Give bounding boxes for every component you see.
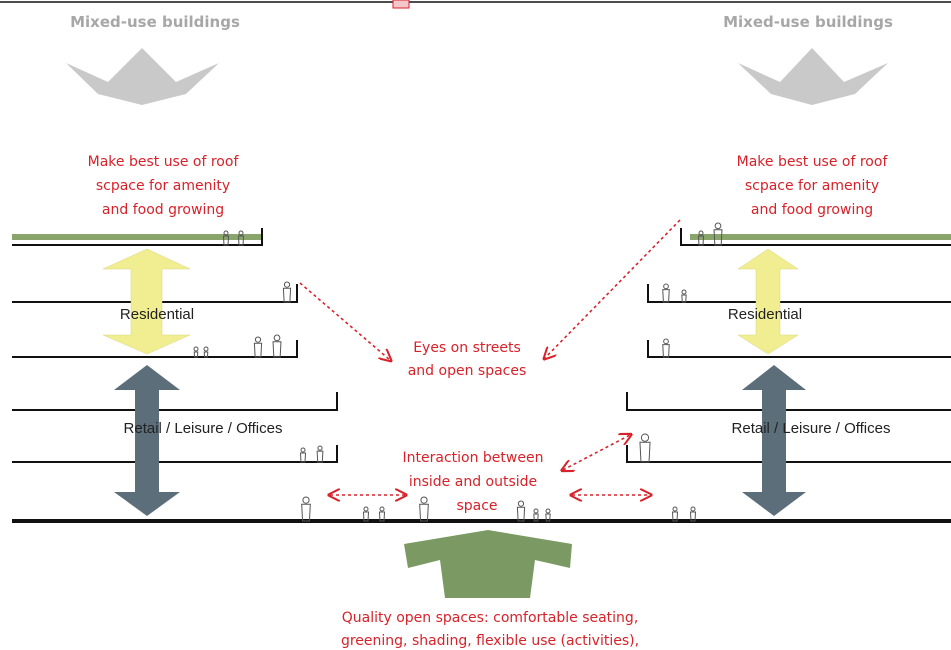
eyes-arrow-left <box>299 282 390 360</box>
interaction-note-line-3: space <box>456 498 497 514</box>
left-retail-label: Retail / Leisure / Offices <box>124 420 283 437</box>
interaction-note-line-2: inside and outside <box>409 474 537 490</box>
person-figure <box>671 506 679 522</box>
person-figure <box>222 230 230 246</box>
right-retail-arrow <box>742 365 806 516</box>
person-figure <box>272 334 282 358</box>
left-roof-note-line-2: scpace for amenity <box>96 178 230 194</box>
right-retail-label: Retail / Leisure / Offices <box>732 420 891 437</box>
person-figure <box>282 281 292 303</box>
person-figure <box>203 346 209 358</box>
right-roof-note-line-3: and food growing <box>751 202 873 218</box>
left-floor-5 <box>12 445 338 463</box>
person-figure <box>516 500 526 522</box>
eyes-note-line-2: and open spaces <box>408 363 527 379</box>
interaction-note: Interaction between inside and outside s… <box>403 450 544 514</box>
right-floor-5 <box>626 445 951 463</box>
quality-note: Quality open spaces: comfortable seating… <box>341 610 639 649</box>
person-figure <box>237 230 245 246</box>
left-retail-arrow <box>114 365 180 516</box>
person-figure <box>662 283 670 303</box>
left-residential-arrow <box>102 248 191 355</box>
open-space-arrow <box>404 530 572 598</box>
eyes-note: Eyes on streets and open spaces <box>408 340 527 379</box>
right-floor-2 <box>647 284 951 303</box>
person-figure <box>689 506 697 522</box>
left-building <box>12 228 338 463</box>
left-roof-note: Make best use of roof scpace for amenity… <box>88 154 240 218</box>
right-grey-arrow <box>738 48 888 105</box>
right-roof-note-line-1: Make best use of roof <box>737 154 889 170</box>
person-figure <box>362 506 370 522</box>
left-roof-note-line-1: Make best use of roof <box>88 154 240 170</box>
right-green-roof <box>690 234 951 240</box>
left-residential-label: Residential <box>120 306 194 323</box>
interaction-note-line-1: Interaction between <box>403 450 544 466</box>
left-floor-2 <box>12 284 298 303</box>
person-figure <box>316 445 324 463</box>
person-figure <box>419 496 429 522</box>
quality-note-line-1: Quality open spaces: comfortable seating… <box>342 610 639 626</box>
right-roof-note: Make best use of roof scpace for amenity… <box>737 154 889 218</box>
left-green-roof <box>12 234 262 240</box>
person-figure <box>639 433 651 463</box>
person-figure <box>697 230 705 246</box>
person-figure <box>253 336 263 358</box>
eyes-note-line-1: Eyes on streets <box>413 340 521 356</box>
person-figure <box>193 346 199 358</box>
right-roof-note-line-2: scpace for amenity <box>745 178 879 194</box>
left-grey-arrow <box>66 48 219 105</box>
left-roof-floor <box>12 228 263 246</box>
quality-note-line-2: greening, shading, flexible use (activit… <box>341 633 639 649</box>
person-figure <box>299 447 307 463</box>
person-figure <box>378 506 386 522</box>
person-figure <box>533 508 539 522</box>
interaction-arrow-diagonal <box>563 435 630 470</box>
person-figure <box>662 338 670 358</box>
right-residential-label: Residential <box>728 306 802 323</box>
right-floor-3 <box>647 340 951 358</box>
right-floor-4 <box>626 392 951 411</box>
left-roof-note-line-3: and food growing <box>102 202 224 218</box>
right-header: Mixed-use buildings <box>723 13 893 31</box>
person-figure <box>301 496 311 522</box>
people-figures <box>193 222 723 522</box>
right-roof-floor <box>680 228 951 246</box>
left-header: Mixed-use buildings <box>70 13 240 31</box>
left-floor-4 <box>12 392 338 411</box>
right-residential-arrow <box>737 248 799 355</box>
person-figure <box>545 508 551 522</box>
left-floor-3 <box>12 340 298 358</box>
top-marker <box>392 0 410 9</box>
person-figure <box>713 222 723 246</box>
eyes-arrow-right <box>545 219 681 358</box>
person-figure <box>681 289 687 303</box>
